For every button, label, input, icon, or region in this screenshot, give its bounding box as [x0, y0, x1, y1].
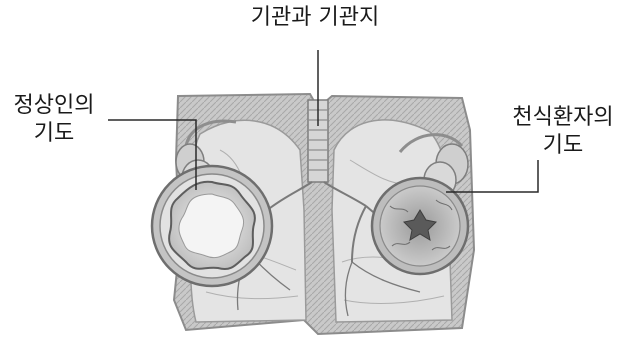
trachea	[308, 50, 328, 182]
normal-airway-cross-section	[152, 166, 272, 286]
